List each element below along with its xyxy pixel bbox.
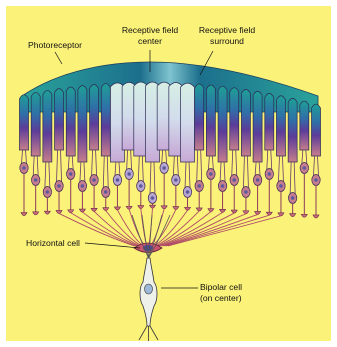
photoreceptor-segment: [265, 93, 274, 150]
photoreceptor-segment: [66, 87, 75, 156]
nucleus-dot: [34, 178, 38, 182]
nucleus-dot: [303, 166, 307, 170]
photoreceptor-segment: [78, 86, 87, 162]
photoreceptor-segment: [276, 96, 285, 156]
nucleus-dot: [291, 196, 295, 200]
label-bipolar-line1: Bipolar cell: [200, 282, 242, 292]
diagram-panel: [6, 6, 331, 341]
photoreceptor-segment: [241, 89, 250, 156]
label-rf-surround-line1: Receptive field: [199, 25, 256, 35]
label-rf-surround-line2: surround: [210, 36, 244, 46]
photoreceptor-segment: [218, 86, 227, 162]
nucleus-dot: [139, 184, 143, 188]
photoreceptor-segment: [253, 91, 262, 162]
photoreceptor-segment: [181, 83, 195, 162]
nucleus-dot: [69, 172, 73, 176]
photoreceptor-segment: [31, 92, 40, 156]
nucleus-dot: [116, 178, 120, 182]
photoreceptor: [43, 90, 52, 214]
photoreceptor-segment: [300, 101, 309, 150]
nucleus-dot: [57, 184, 61, 188]
photoreceptor-segment: [90, 85, 99, 150]
nucleus-dot: [92, 178, 96, 182]
photoreceptor-segment: [195, 84, 204, 150]
nucleus-dot: [314, 178, 318, 182]
photoreceptor: [101, 84, 110, 211]
nucleus-dot: [174, 178, 178, 182]
photoreceptor: [288, 98, 297, 216]
photoreceptor-segment: [20, 95, 29, 150]
label-horizontal-cell: Horizontal cell: [26, 238, 80, 248]
nucleus-dot: [221, 184, 225, 188]
nucleus-dot: [244, 190, 248, 194]
nucleus-dot: [162, 166, 166, 170]
nucleus-dot: [46, 190, 50, 194]
nucleus-dot: [186, 190, 190, 194]
photoreceptor-segment: [43, 90, 52, 162]
photoreceptor-segment: [101, 84, 110, 156]
photoreceptor: [241, 89, 250, 213]
label-bipolar-line2: (on center): [200, 293, 242, 303]
photoreceptor-segment: [206, 85, 215, 156]
photoreceptor-segment: [230, 88, 239, 150]
nucleus-dot: [104, 190, 108, 194]
nucleus-dot: [127, 172, 131, 176]
nucleus-dot: [209, 172, 213, 176]
photoreceptor-segment: [312, 104, 321, 156]
nucleus-dot: [279, 184, 283, 188]
label-photoreceptor: Photoreceptor: [28, 40, 82, 50]
bipolar-cell-nucleus: [145, 284, 153, 294]
nucleus-dot: [22, 166, 26, 170]
label-rf-center-line1: Receptive field: [122, 25, 179, 35]
label-rf-center-line2: center: [138, 36, 162, 46]
photoreceptor-segment: [288, 98, 297, 162]
nucleus-dot: [197, 184, 201, 188]
nucleus-dot: [151, 196, 155, 200]
photoreceptor-segment: [55, 89, 64, 150]
nucleus-dot: [256, 178, 260, 182]
nucleus-dot: [267, 172, 271, 176]
nucleus-dot: [232, 178, 236, 182]
nucleus-dot: [81, 184, 85, 188]
